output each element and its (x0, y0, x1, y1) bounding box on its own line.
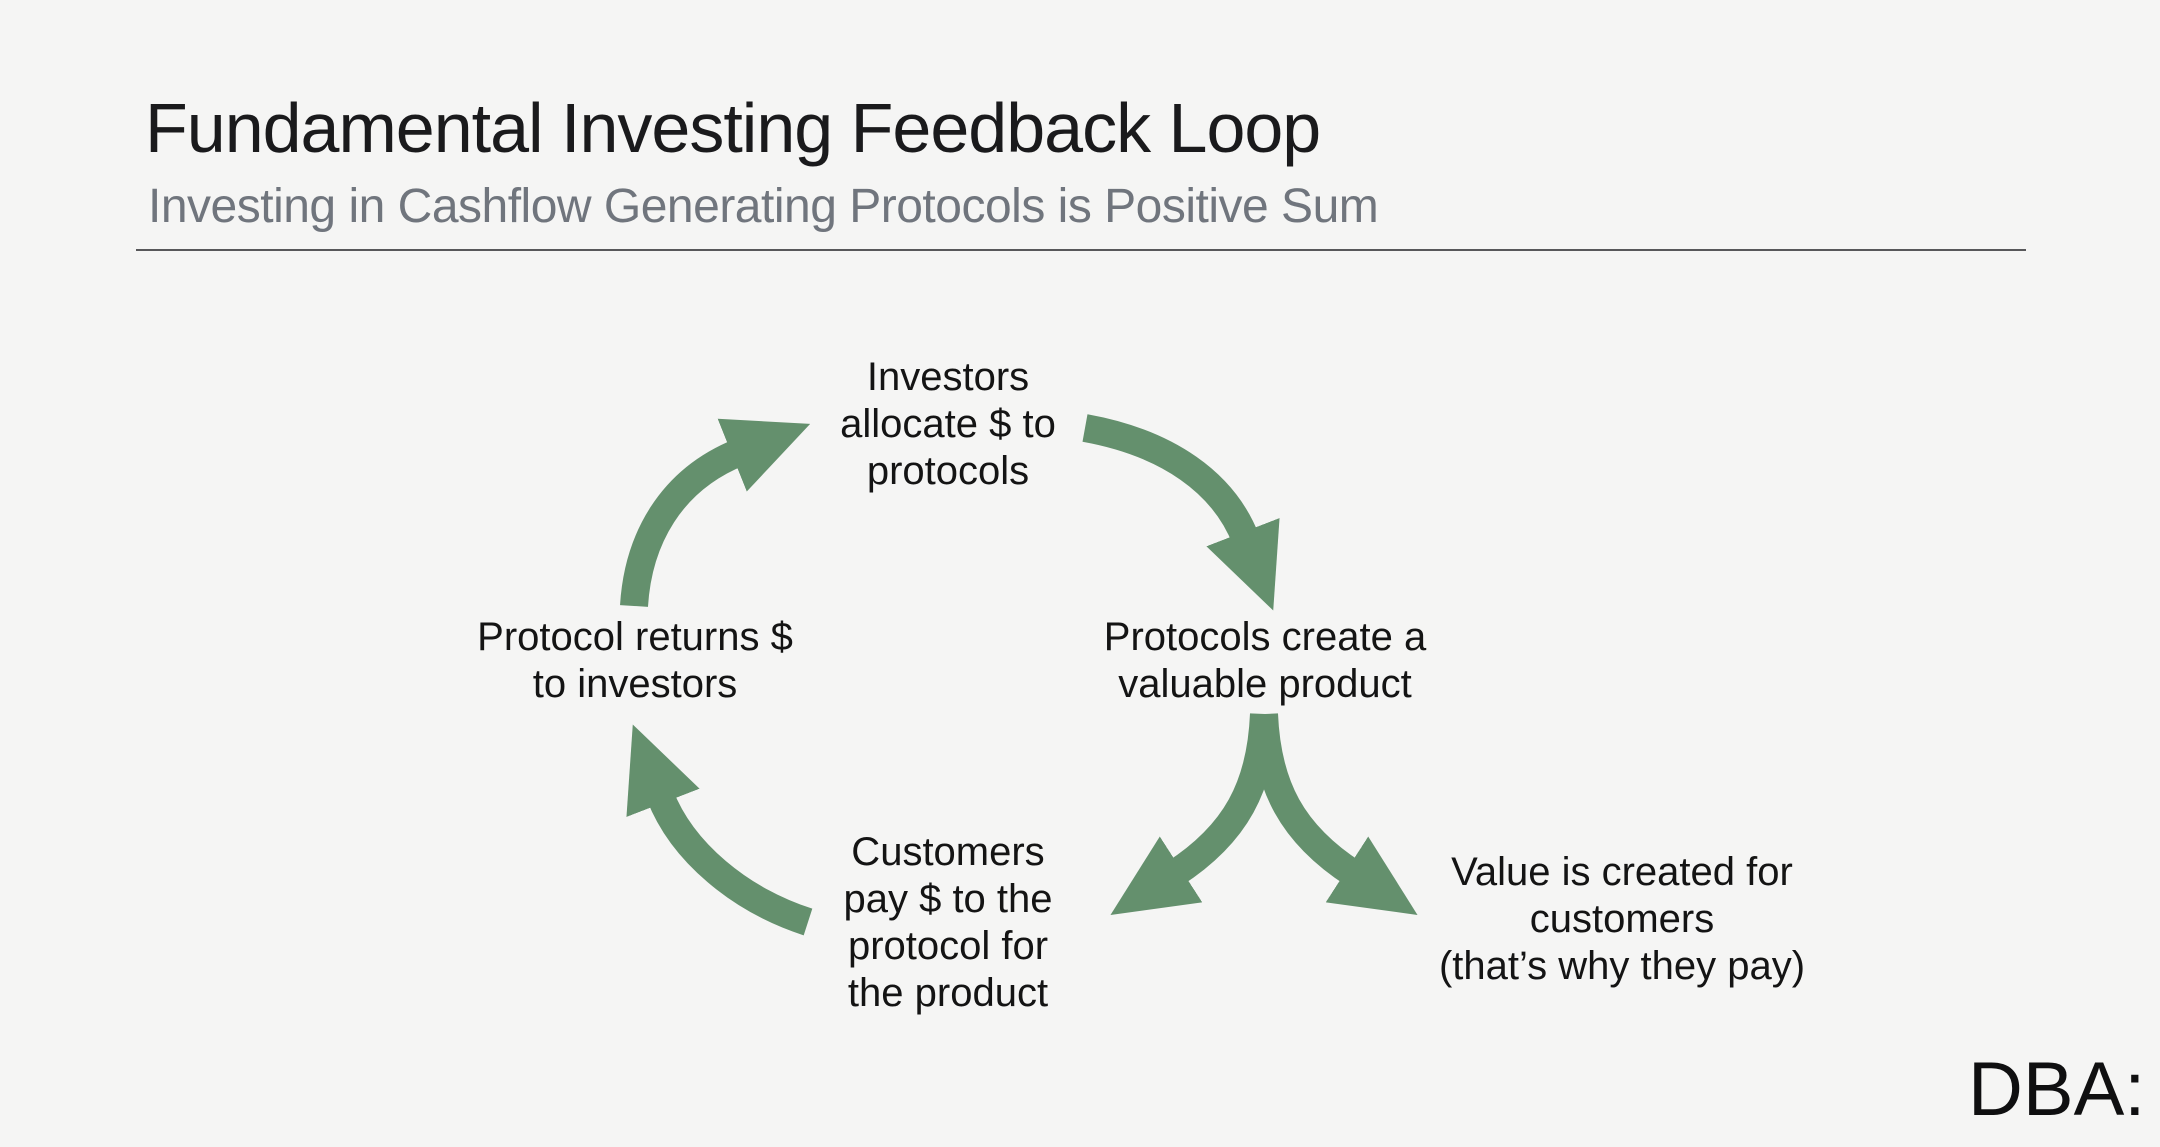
dba-logo: DBA: (1968, 1047, 2146, 1132)
page-subtitle: Investing in Cashflow Generating Protoco… (148, 180, 1379, 233)
node-protocols-create: Protocols create a valuable product (1103, 615, 1427, 706)
node-protocol-returns: Protocol returns $ to investors (477, 615, 793, 706)
arrow-investors-to-protocols-icon (1082, 414, 1280, 611)
arrow-returns-to-investors-icon (620, 418, 811, 608)
arrow-customers-to-returns-icon (626, 724, 813, 936)
node-investors-allocate: Investors allocate $ to protocols (840, 355, 1056, 493)
node-value-created: Value is created for customers (that’s w… (1438, 850, 1806, 988)
header-divider (136, 249, 2026, 251)
page-title: Fundamental Investing Feedback Loop (145, 89, 1321, 167)
arrow-protocols-to-customers-icon (1110, 713, 1278, 916)
node-customers-pay: Customers pay $ to the protocol for the … (843, 830, 1053, 1015)
arrow-protocols-to-value-icon (1250, 713, 1418, 916)
